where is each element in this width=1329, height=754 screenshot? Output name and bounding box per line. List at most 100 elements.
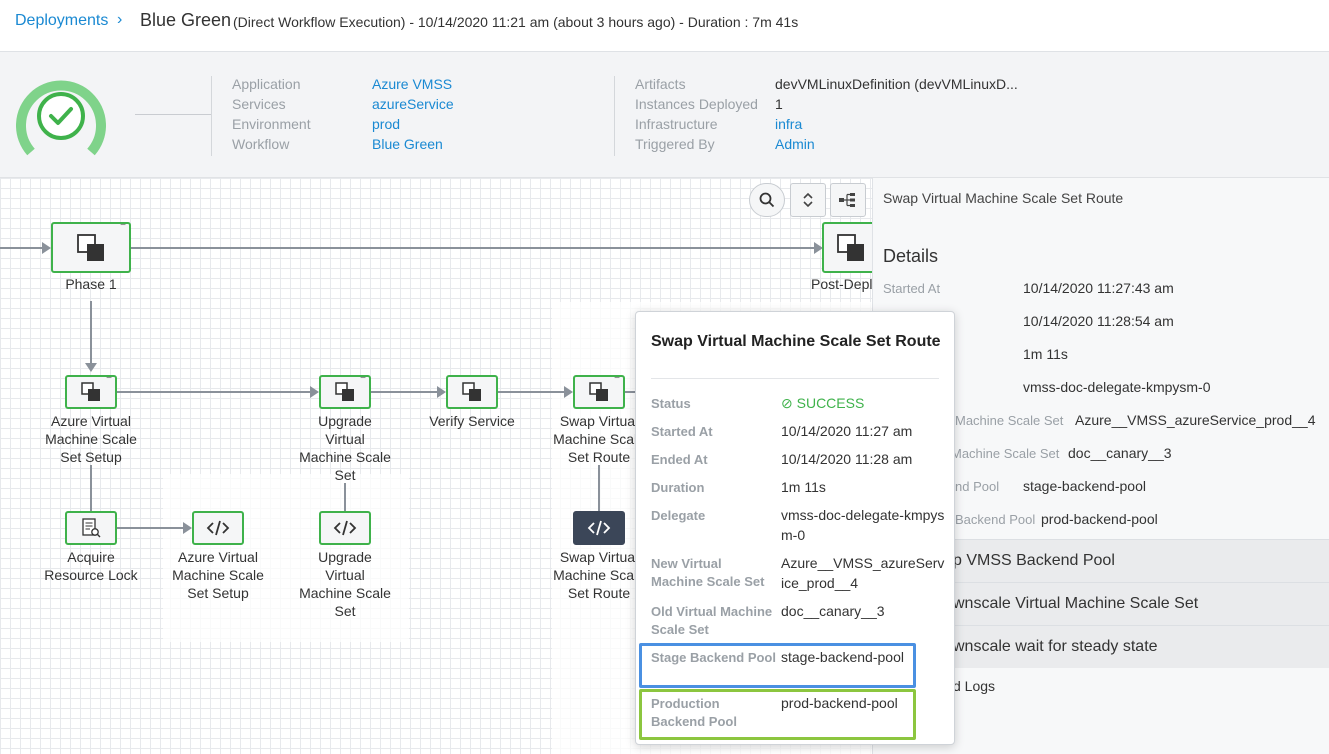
services-label: Services — [232, 96, 286, 112]
details-heading: Details — [883, 246, 939, 266]
azure-vmss-setup-node[interactable]: − — [65, 373, 117, 409]
infrastructure-label: Infrastructure — [635, 116, 718, 132]
edge — [116, 391, 310, 393]
production-backend-pool-value: prod-backend-pool — [781, 695, 898, 711]
stage-backend-pool-value: stage-backend-pool — [1023, 478, 1146, 494]
instances-deployed-label: Instances Deployed — [635, 96, 758, 112]
upgrade-vmss-command-node[interactable] — [319, 511, 371, 545]
old-vmss-label: Machine Scale Set — [951, 446, 1060, 461]
phase-1-node[interactable]: − — [51, 220, 131, 273]
execution-summary: Application Azure VMSS Services azureSer… — [0, 52, 1329, 178]
step-group-icon — [589, 382, 608, 401]
stage-backend-pool-highlight — [639, 643, 916, 688]
upgrade-vmss-label: Upgrade Virtual Machine Scale Set — [299, 413, 391, 483]
upgrade-vmss-command-label: Upgrade Virtual Machine Scale Set — [299, 549, 391, 619]
step-group-icon — [335, 382, 354, 401]
layout-button[interactable] — [830, 183, 866, 217]
phase-icon — [77, 233, 104, 261]
old-vmss-value: doc__canary__3 — [781, 603, 885, 619]
old-vmss-label: Old Virtual Machine Scale Set — [651, 604, 773, 637]
step-group-icon — [81, 382, 100, 401]
edge — [116, 527, 184, 529]
expand-collapse-button[interactable] — [790, 183, 826, 217]
services-link[interactable]: azureService — [372, 96, 454, 112]
instances-deployed-value: 1 — [775, 96, 783, 112]
code-icon — [206, 520, 230, 536]
duration-label: Duration — [651, 480, 705, 495]
divider — [614, 76, 615, 156]
started-at-label: Started At — [883, 281, 941, 296]
post-deployment-node[interactable] — [822, 222, 872, 273]
application-label: Application — [232, 76, 301, 92]
status-label: Status — [651, 396, 691, 411]
step-group-zone — [163, 474, 409, 642]
production-backend-pool-label: Production Backend Pool — [651, 696, 737, 729]
new-vmss-label: New Virtual Machine Scale Set — [651, 556, 765, 589]
verify-service-label: Verify Service — [429, 413, 515, 429]
production-backend-pool-highlight — [639, 689, 916, 740]
workflow-link[interactable]: Blue Green — [372, 136, 443, 152]
delegate-label: Delegate — [651, 508, 706, 523]
ended-at-label: Ended At — [651, 452, 708, 467]
divider — [135, 114, 211, 115]
delegate-value: vmss-doc-delegate-kmpysm-0 — [781, 507, 945, 543]
edge — [0, 247, 44, 249]
execution-info: (Direct Workflow Execution) - 10/14/2020… — [233, 14, 799, 30]
arrow-icon — [437, 386, 446, 398]
prod-backend-pool-value: prod-backend-pool — [1041, 511, 1158, 527]
new-vmss-label: Machine Scale Set — [955, 413, 1064, 428]
search-button[interactable] — [749, 183, 785, 217]
azure-vmss-setup-command-node[interactable] — [192, 511, 244, 545]
code-icon — [333, 520, 357, 536]
started-at-value: 10/14/2020 11:27:43 am — [1023, 280, 1174, 296]
application-link[interactable]: Azure VMSS — [372, 76, 453, 92]
ended-at-value: 10/14/2020 11:28 am — [781, 451, 913, 467]
arrow-icon — [85, 363, 97, 372]
edge — [370, 391, 438, 393]
swap-vmss-route-command-node[interactable] — [573, 511, 625, 545]
step-info-popover: Swap Virtual Machine Scale Set Route Sta… — [635, 311, 955, 745]
triggered-by-label: Triggered By — [635, 136, 715, 152]
edge — [344, 483, 346, 511]
delegate-value: vmss-doc-delegate-kmpysm-0 — [1023, 379, 1211, 395]
search-icon — [759, 192, 775, 208]
verify-service-node[interactable] — [446, 375, 498, 409]
arrow-icon — [183, 522, 192, 534]
collapse-icon: − — [106, 373, 112, 384]
phase-1-label: Phase 1 — [65, 276, 117, 292]
swap-vmss-route-command-label: Swap Virtual Machine Scale Set Route — [553, 549, 645, 601]
edge — [90, 301, 92, 363]
environment-link[interactable]: prod — [372, 116, 401, 132]
arrow-icon — [814, 242, 823, 254]
code-icon — [587, 520, 611, 536]
hierarchy-icon — [839, 193, 855, 207]
success-status-icon — [16, 80, 106, 156]
swap-vmss-route-label: Swap Virtual Machine Scale Set Route — [553, 413, 645, 465]
breadcrumb-deployments-link[interactable]: Deployments — [15, 12, 109, 29]
arrow-icon — [42, 242, 51, 254]
success-icon: ⊘ — [781, 395, 797, 411]
triggered-by-link[interactable]: Admin — [775, 136, 815, 152]
infrastructure-link[interactable]: infra — [775, 116, 803, 132]
page-title: Blue Green — [140, 10, 232, 30]
post-deployment-label: Post-Depl — [811, 276, 872, 292]
download-logs-link[interactable]: d Logs — [953, 678, 996, 694]
new-vmss-value: Azure__VMSS_azureService_prod__4 — [1075, 412, 1316, 428]
acquire-resource-lock-node[interactable] — [65, 511, 117, 545]
azure-vmss-setup-label: Azure Virtual Machine Scale Set Setup — [45, 413, 137, 465]
edge — [90, 465, 92, 511]
artifacts-value: devVMLinuxDefinition (devVMLinuxD... — [775, 76, 1018, 92]
status-value: ⊘ SUCCESS — [781, 395, 865, 411]
workflow-label: Workflow — [232, 136, 290, 152]
prod-backend-pool-label: Backend Pool — [955, 512, 1036, 527]
chevron-right-icon: › — [117, 11, 123, 28]
upgrade-vmss-node[interactable]: − — [319, 373, 371, 409]
swap-vmss-route-node[interactable]: − — [573, 373, 625, 409]
popover-title: Swap Virtual Machine Scale Set Route — [651, 333, 941, 350]
collapse-icon: − — [614, 373, 620, 384]
started-at-label: Started At — [651, 424, 713, 439]
environment-label: Environment — [232, 116, 311, 132]
collapse-icon: − — [360, 373, 366, 384]
edge — [598, 465, 600, 511]
expand-icon — [803, 192, 813, 208]
